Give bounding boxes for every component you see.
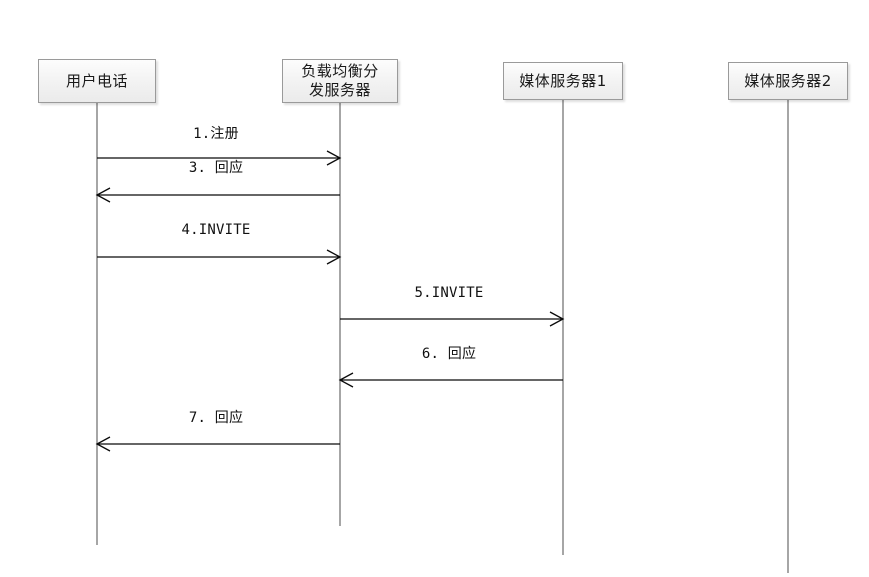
participant-box-media-server-1[interactable]: 媒体服务器1 bbox=[503, 62, 623, 100]
message-arrow-6[interactable] bbox=[338, 372, 563, 388]
arrowhead-3 bbox=[95, 187, 111, 203]
message-label-5: 5.INVITE bbox=[414, 285, 484, 301]
participant-label-user-phone: 用户电话 bbox=[65, 71, 128, 90]
arrowhead-5 bbox=[549, 311, 565, 327]
message-label-4: 4.INVITE bbox=[181, 222, 251, 238]
message-arrow-5[interactable] bbox=[340, 311, 565, 327]
arrowhead-4 bbox=[326, 249, 342, 265]
message-label-7: 7. 回应 bbox=[188, 410, 244, 426]
participant-label-load-balancer: 负载均衡分 发服务器 bbox=[301, 62, 379, 99]
message-arrow-3[interactable] bbox=[95, 187, 340, 203]
participant-box-media-server-2[interactable]: 媒体服务器2 bbox=[728, 62, 848, 100]
arrowhead-7 bbox=[95, 436, 111, 452]
participant-label-media-server-1: 媒体服务器1 bbox=[519, 71, 607, 90]
messages-group bbox=[95, 150, 565, 452]
message-arrow-1[interactable] bbox=[97, 150, 342, 166]
message-arrow-7[interactable] bbox=[95, 436, 340, 452]
arrowhead-6 bbox=[338, 372, 354, 388]
arrowhead-1 bbox=[326, 150, 342, 166]
lifelines-group bbox=[96, 100, 789, 573]
message-label-6: 6. 回应 bbox=[421, 346, 477, 362]
participant-label-media-server-2: 媒体服务器2 bbox=[744, 71, 832, 90]
participant-box-load-balancer[interactable]: 负载均衡分 发服务器 bbox=[282, 59, 398, 103]
message-arrow-4[interactable] bbox=[97, 249, 342, 265]
message-label-3: 3. 回应 bbox=[188, 160, 244, 176]
participant-box-user-phone[interactable]: 用户电话 bbox=[38, 59, 156, 103]
message-label-1: 1.注册 bbox=[193, 126, 239, 142]
